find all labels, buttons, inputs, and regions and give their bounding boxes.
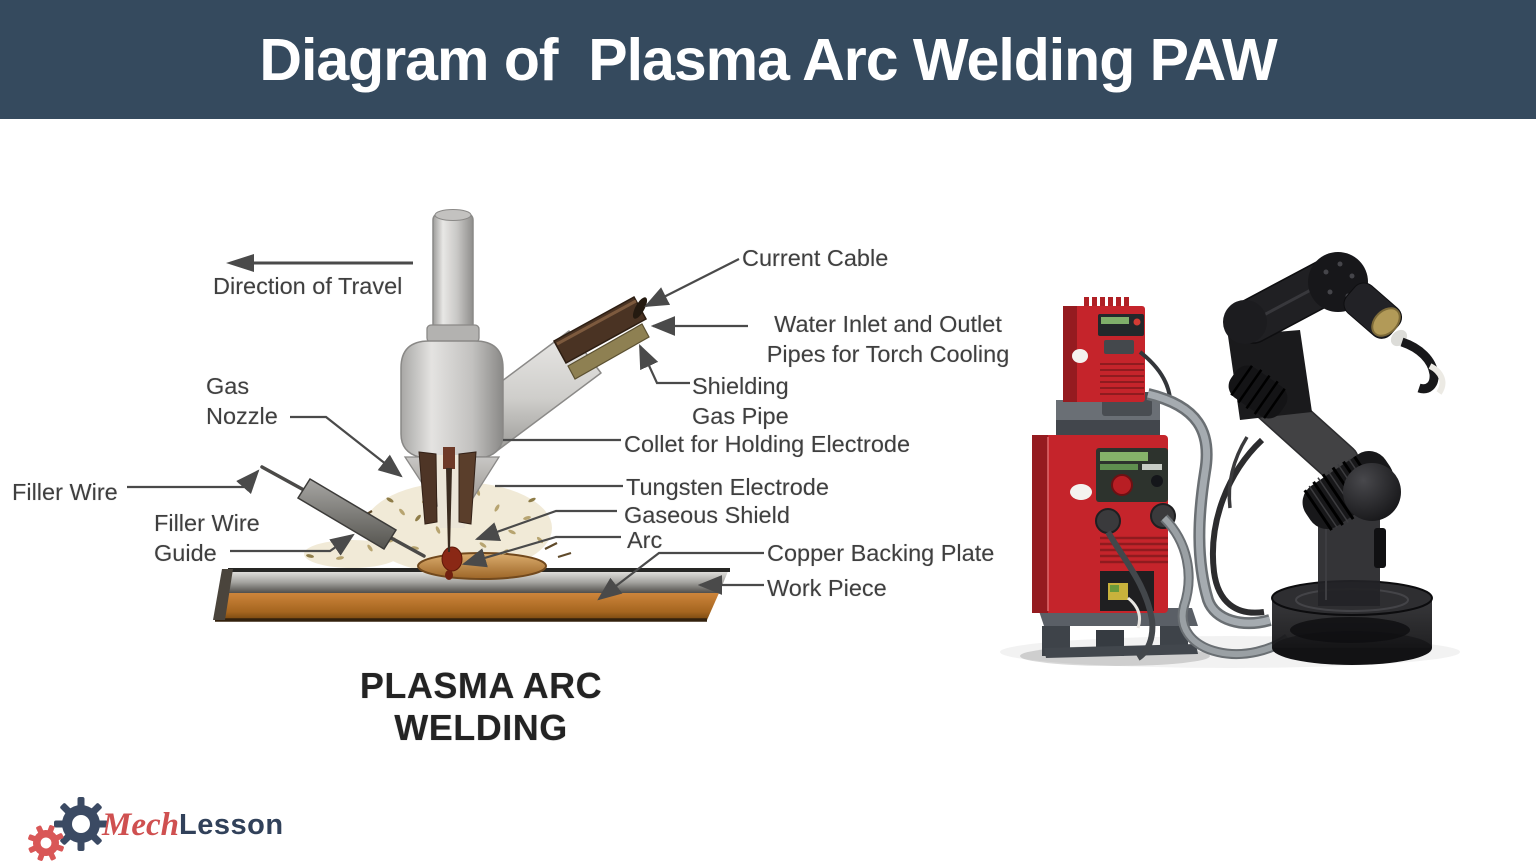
tungsten-electrode-art: [446, 468, 452, 552]
torch-top-cylinder: [432, 212, 474, 334]
label-arc: Arc: [627, 527, 663, 553]
torch-mount-hook: [1400, 337, 1439, 394]
header-banner: Diagram of Plasma Arc Welding PAW: [0, 0, 1536, 119]
page-title: Diagram of Plasma Arc Welding PAW: [259, 26, 1277, 93]
label-collet: Collet for Holding Electrode: [624, 431, 911, 457]
leader-filler-wire-guide: [230, 533, 355, 556]
leader-lines: [127, 258, 764, 601]
gear-large-icon: [54, 797, 108, 851]
torch-body: [400, 340, 504, 458]
brand-logo-oval: [1070, 484, 1092, 500]
control-knob: [1111, 474, 1133, 496]
gears-icon: [28, 797, 108, 861]
shelf-art: [1056, 392, 1160, 435]
gear-small-icon: [28, 825, 64, 861]
workpiece-art: [213, 568, 730, 622]
brass-coupler: [1371, 307, 1401, 337]
copper-backing-plate-art: [215, 593, 719, 620]
label-tungsten-electrode: Tungsten Electrode: [626, 474, 829, 500]
logo-text-lesson: Lesson: [179, 808, 284, 841]
leader-filler-wire: [127, 469, 260, 495]
power-source-main-unit: [1032, 435, 1176, 629]
filler-wire-guide-art: [296, 477, 398, 551]
diagram-and-photo-art: [127, 209, 1460, 668]
leader-gaseous-shield: [474, 509, 617, 541]
label-direction-of-travel: Direction of Travel: [213, 273, 403, 299]
label-copper-backing-plate: Copper Backing Plate: [767, 540, 995, 566]
content-area: Direction of Travel Current Cable Water …: [0, 119, 1536, 864]
torch-socket-left: [1095, 508, 1121, 534]
direction-of-travel-arrow: [226, 254, 413, 272]
arc-spot: [441, 546, 463, 572]
label-shielding-gas-pipe: Shielding Gas Pipe: [692, 373, 789, 430]
pallet-art: [1038, 608, 1198, 658]
label-gas-nozzle: Gas Nozzle: [206, 373, 278, 430]
leader-current-cable: [644, 258, 740, 307]
label-filler-wire-guide: Filler Wire Guide: [154, 510, 260, 567]
leader-shielding-gas-pipe: [639, 344, 690, 385]
robot-arm-art: [1223, 252, 1446, 665]
label-water-pipes: Water Inlet and Outlet Pipes for Torch C…: [766, 311, 1010, 368]
label-current-cable: Current Cable: [742, 245, 889, 271]
welding-diagram-art: [127, 209, 764, 622]
diagram-caption: PLASMA ARC WELDING: [359, 665, 603, 748]
cables-art: [1105, 350, 1291, 661]
leader-copper-backing-plate: [597, 551, 764, 601]
leader-arc: [461, 535, 621, 568]
filler-wire-art: [260, 465, 426, 558]
shielding-gas-pipe-art: [552, 295, 650, 380]
label-gaseous-shield: Gaseous Shield: [624, 502, 790, 528]
power-source-top-unit: [1063, 297, 1145, 402]
label-filler-wire: Filler Wire: [12, 479, 118, 505]
logo-text-mech: Mech: [102, 806, 179, 843]
leader-gas-nozzle: [290, 415, 403, 478]
welding-machine-photo-art: [1000, 252, 1460, 668]
gas-nozzle-art: [418, 447, 477, 552]
plasma-torch-art: [400, 209, 650, 552]
label-work-piece: Work Piece: [767, 575, 887, 601]
robot-sphere-joint: [1343, 463, 1401, 521]
